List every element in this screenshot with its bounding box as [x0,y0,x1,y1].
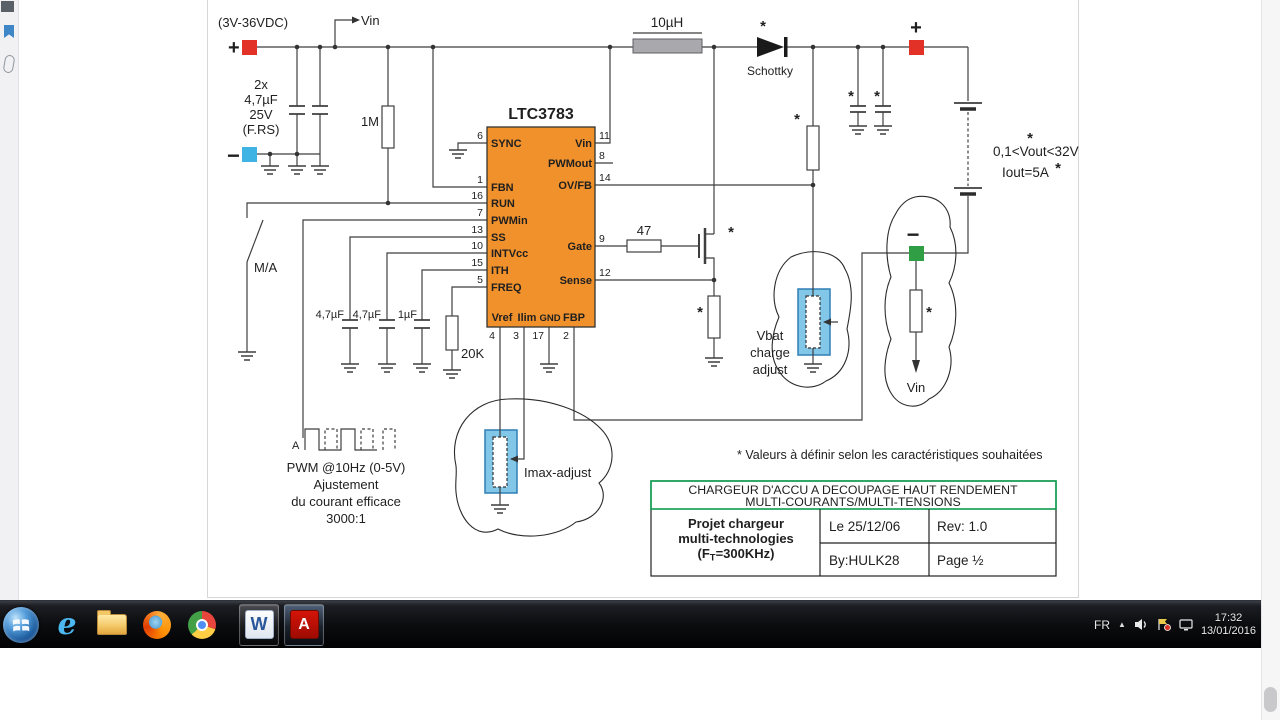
adobe-reader-icon: A [289,610,319,639]
folder-icon [97,610,127,635]
bookmarks-icon[interactable] [4,25,14,38]
internet-explorer-icon: e [57,606,77,642]
taskbar-internet-explorer[interactable]: e [47,604,87,646]
taskbar-word[interactable]: W [239,603,279,646]
scrollbar-thumb[interactable] [1264,687,1277,712]
tray-time: 17:32 [1214,611,1243,624]
viewer-sidebar [0,0,19,600]
taskbar-firefox[interactable] [137,604,177,646]
word-icon: W [244,610,274,639]
attachment-icon[interactable] [2,54,16,74]
taskbar-windows-explorer[interactable] [92,604,132,646]
chrome-icon [188,610,216,639]
start-button[interactable] [3,606,39,643]
vertical-scrollbar[interactable] [1261,0,1280,720]
tray-action-center-icon[interactable] [1157,618,1171,631]
tray-language[interactable]: FR [1094,617,1111,632]
tray-network-icon[interactable] [1179,618,1193,631]
tray-volume-icon[interactable] [1134,618,1149,631]
tray-date: 13/01/2016 [1200,624,1256,637]
tray-clock[interactable]: 17:32 13/01/2016 [1201,612,1256,638]
schematic-page [207,0,1079,598]
tray-expand-icon[interactable]: ▲ [1118,620,1126,629]
document-icon[interactable] [1,1,14,12]
firefox-icon [143,610,171,639]
taskbar: e W A FR ▲ 17:32 [0,600,1280,648]
windows-logo-icon [12,618,30,631]
system-tray: FR ▲ 17:32 13/01/2016 [1094,601,1256,648]
taskbar-chrome[interactable] [182,604,222,646]
taskbar-adobe-reader[interactable]: A [284,603,324,646]
